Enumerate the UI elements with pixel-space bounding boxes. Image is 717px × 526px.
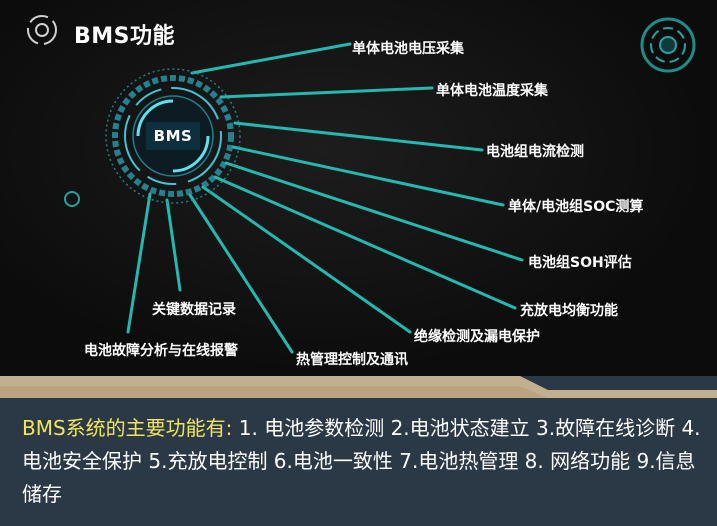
connector-line-6 — [201, 185, 412, 334]
band-edge-decoration — [0, 376, 717, 398]
connector-line-7 — [188, 193, 294, 354]
summary-text: BMS系统的主要功能有: 1. 电池参数检测 2.电池状态建立 3.故障在线诊断… — [22, 412, 702, 511]
function-label-insulation: 绝缘检测及漏电保护 — [414, 329, 540, 345]
function-label-fault-alarm: 电池故障分析与在线报警 — [84, 343, 238, 359]
gear-ornament-icon — [640, 17, 696, 73]
hub-label: BMS — [146, 122, 200, 150]
connector-lines — [126, 42, 524, 354]
function-label-balancing: 充放电均衡功能 — [520, 303, 618, 319]
function-label-pack-current: 电池组电流检测 — [486, 144, 584, 160]
title-ring-icon — [27, 15, 57, 45]
connector-line-5 — [213, 175, 517, 310]
function-label-soc: 单体/电池组SOC测算 — [508, 199, 644, 215]
connector-line-3 — [231, 145, 505, 207]
connector-line-8 — [126, 192, 152, 334]
connector-line-2 — [233, 121, 484, 152]
function-label-soh: 电池组SOH评估 — [528, 255, 632, 271]
connector-line-1 — [219, 86, 434, 99]
connector-line-0 — [190, 42, 352, 75]
function-label-data-record: 关键数据记录 — [152, 302, 236, 318]
summary-lead: BMS系统的主要功能有: — [22, 416, 233, 440]
diagram-title: BMS功能 — [74, 24, 176, 49]
diagram-panel: BMS功能 BMS 单体电池电压采集 单体电池温度采集 电池组电流检测 单体/电… — [0, 0, 717, 376]
function-label-cell-voltage: 单体电池电压采集 — [352, 41, 464, 57]
summary-body: 1. 电池参数检测 2.电池状态建立 3.故障在线诊断 4.电池安全保护 5.充… — [22, 416, 701, 506]
function-label-thermal: 热管理控制及通讯 — [296, 352, 408, 368]
function-label-cell-temperature: 单体电池温度采集 — [436, 83, 548, 99]
connector-line-9 — [165, 198, 182, 292]
connector-line-4 — [224, 161, 524, 262]
summary-panel: BMS系统的主要功能有: 1. 电池参数检测 2.电池状态建立 3.故障在线诊断… — [0, 376, 717, 526]
small-ring-icon — [64, 191, 80, 207]
